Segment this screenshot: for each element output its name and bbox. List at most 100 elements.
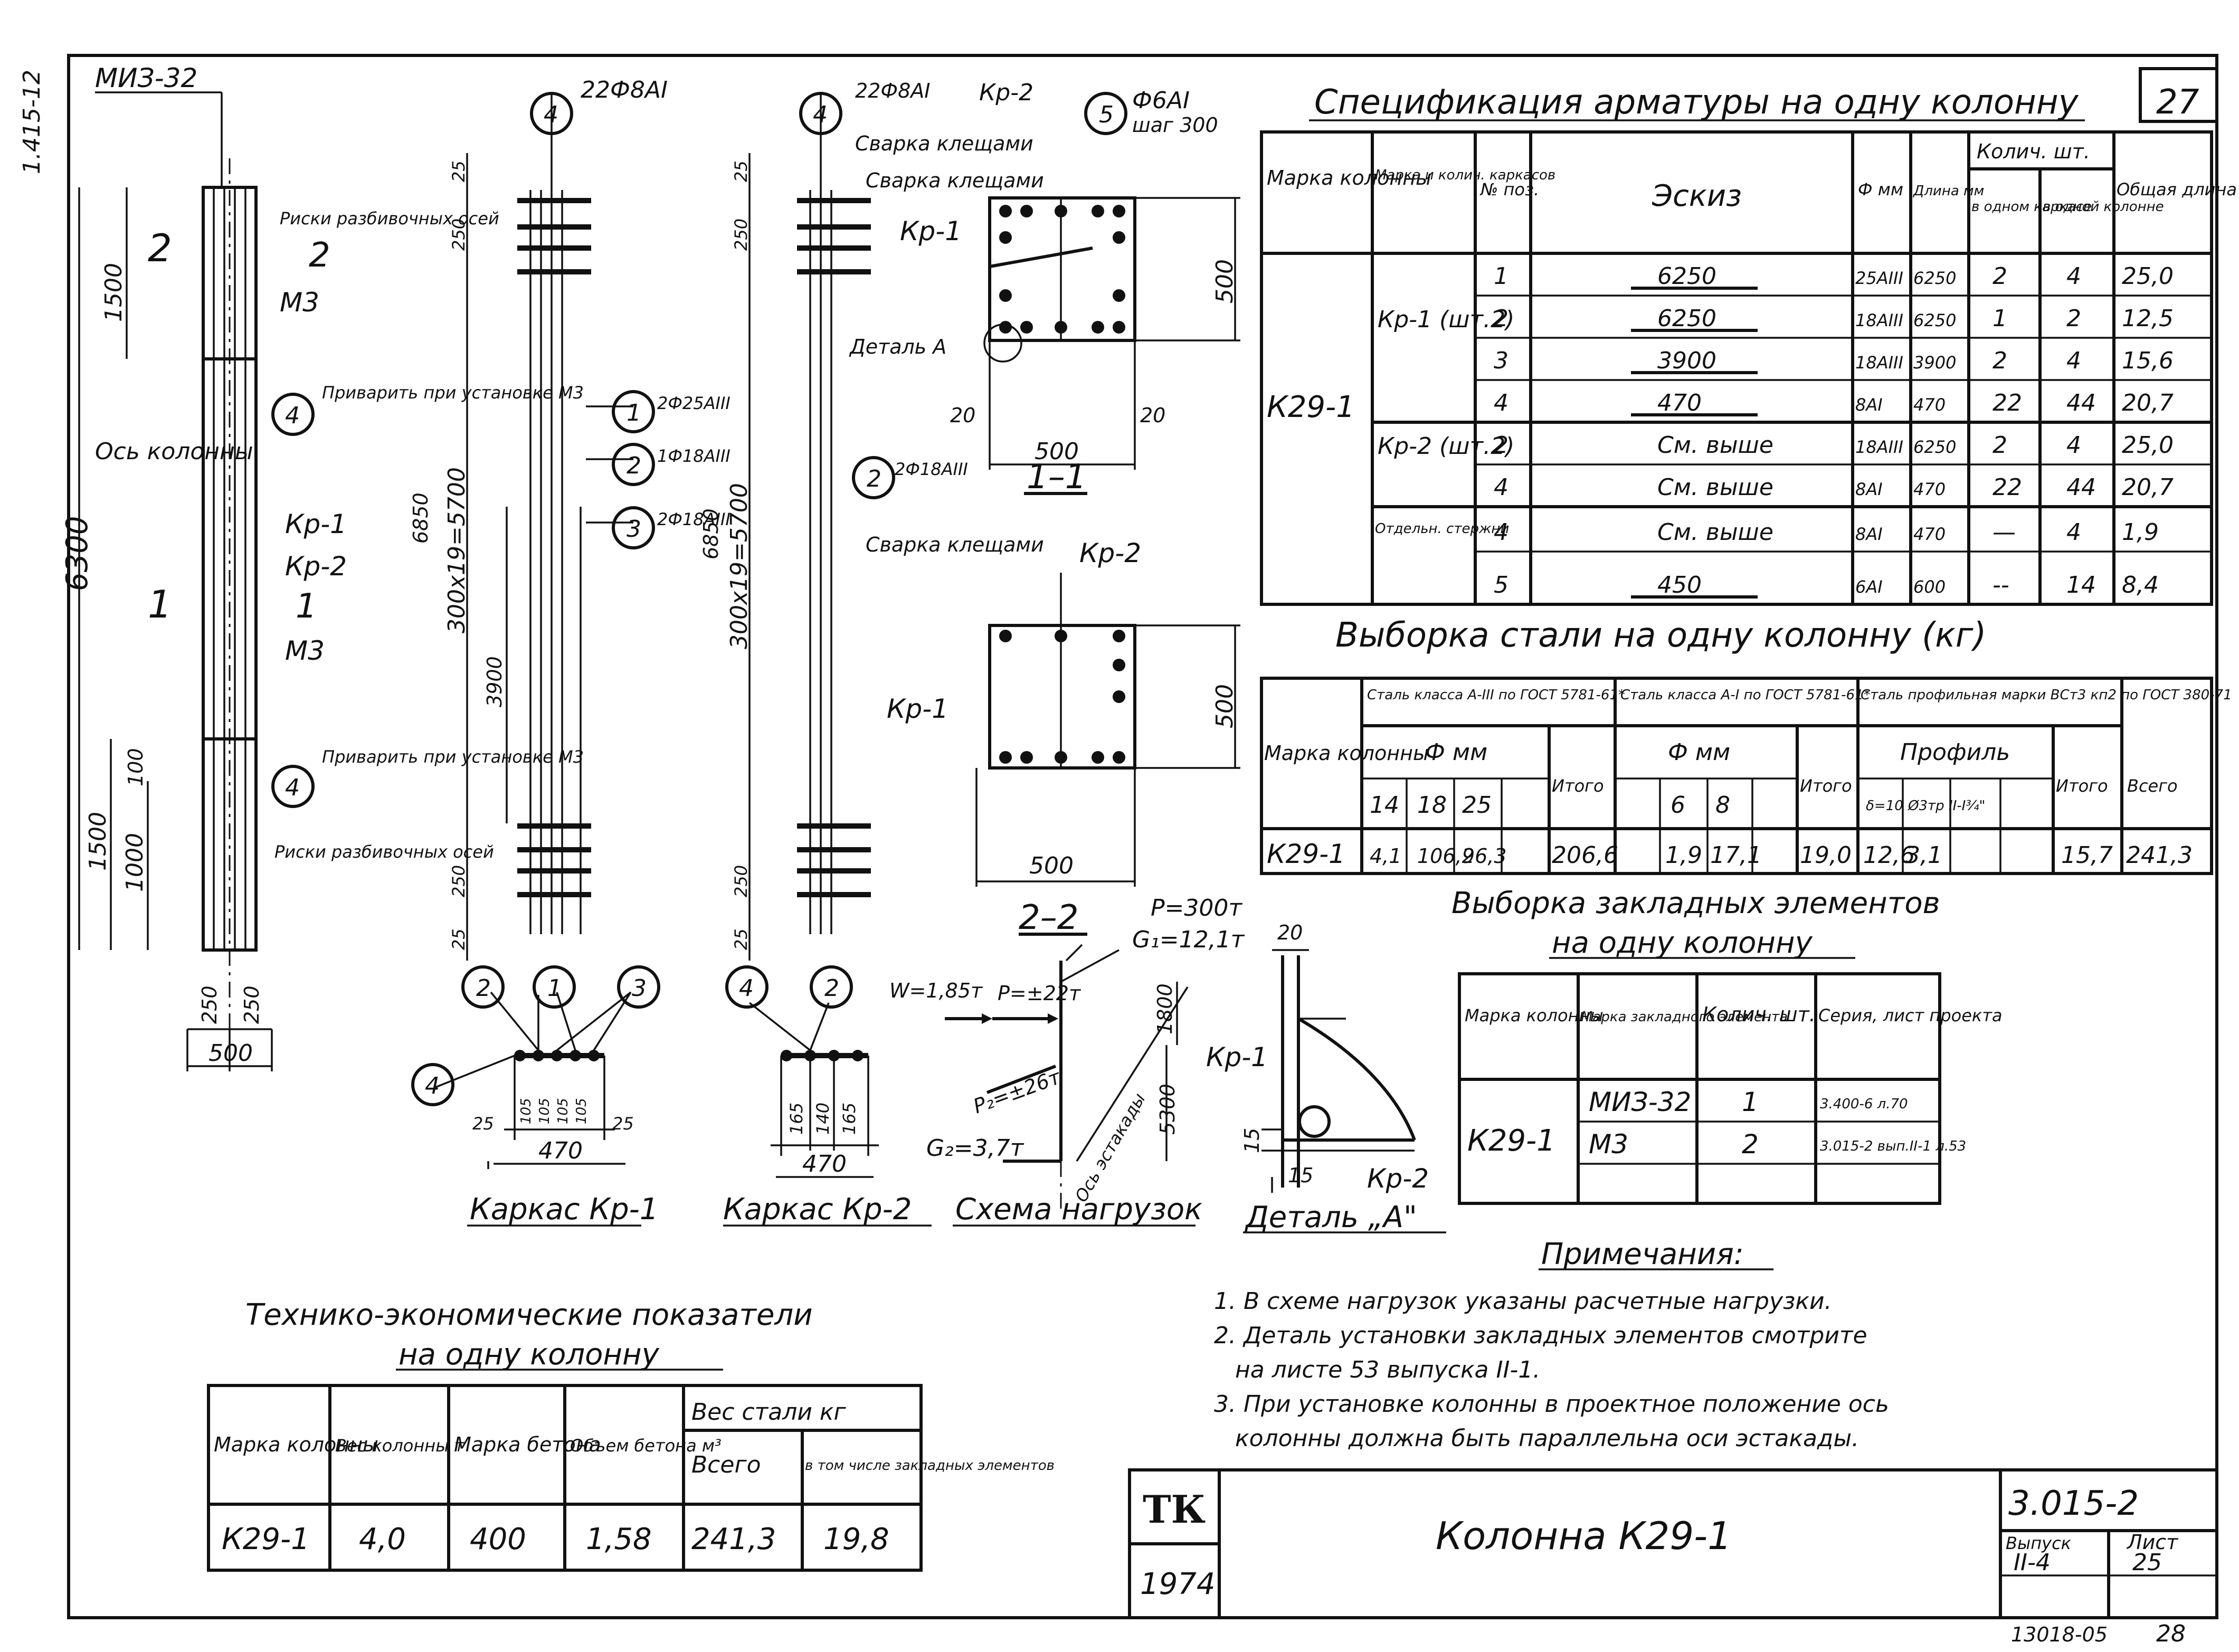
tech-title2: на одну колонну (399, 1337, 660, 1372)
sheet-number: 27 (2156, 83, 2199, 122)
tech-r-concrete: 400 (470, 1522, 526, 1556)
steel-d-prof-0: δ=10 (1866, 798, 1903, 814)
section-1-1 (983, 196, 1240, 495)
spec-cell-0-sketch: 6250 (1657, 263, 1716, 290)
spec-cell-2-dia: 18АIII (1855, 353, 1903, 373)
sec11-d20b: 20 (1140, 404, 1165, 427)
sec11-d500: 500 (1211, 259, 1238, 303)
svg-text:2: 2 (627, 452, 641, 479)
kr2-top-label: 22Ф8АI (855, 79, 930, 102)
spec-cell-7-dia: 6АI (1855, 577, 1883, 597)
spec-cell-0-pos: 1 (1494, 263, 1509, 290)
callout-2c (461, 965, 505, 1009)
spec-cell-4-sketch: См. выше (1657, 432, 1773, 459)
kr2-weld: Сварка клещами (855, 132, 1033, 155)
loads-d1800: 1800 (1153, 983, 1177, 1034)
steel-h-fmm-a3: Ф мм (1425, 739, 1487, 766)
steel-h-itogo-a1: Итого (1800, 776, 1852, 796)
detailA-kr1: Кр-1 (1206, 1042, 1268, 1072)
callout-3 (612, 506, 655, 549)
sec22-weld: Сварка клещами (866, 533, 1044, 556)
kr2-c2: 2Ф18АIII (895, 459, 968, 479)
frame-kr1-dim-2: 105 (537, 1098, 553, 1124)
sec11-d20a: 20 (950, 404, 975, 427)
spec-cell-6-qf: — (1993, 519, 2016, 546)
tb-sheet: 25 (2132, 1549, 2162, 1576)
emb-r1-qty: 2 (1742, 1129, 1759, 1160)
sec22-d500w: 500 (1029, 852, 1074, 879)
spec-cell-4-qc: 4 (2066, 432, 2081, 459)
detailA-d15: 15 (1240, 1128, 1264, 1153)
label-weld-top: Приварить при установке М3 (322, 383, 584, 403)
callout-2 (612, 443, 655, 486)
spec-cell-3-pos: 4 (1494, 390, 1509, 416)
emb-r0-el: МИЗ-32 (1589, 1087, 1691, 1117)
sec11-label: 1–1 (1027, 458, 1086, 497)
label-miz32: МИЗ-32 (95, 63, 197, 93)
steel-r-all: 241,3 (2126, 842, 2193, 869)
loads-G2: G₂=3,7т (926, 1135, 1024, 1162)
tb-series: 3.015-2 (2008, 1484, 2139, 1523)
tb-year: 1974 (1140, 1567, 1216, 1601)
steel-r-mark: К29-1 (1267, 839, 1345, 869)
sec22-d500: 500 (1211, 684, 1238, 728)
emb-title1: Выборка закладных элементов (1451, 886, 1940, 920)
detailA-kr2: Кр-2 (1367, 1163, 1429, 1194)
spec-cell-3-total: 20,7 (2122, 390, 2174, 416)
spec-group-2: Кр-2 (шт.2) (1378, 433, 1514, 460)
spec-cell-3-dia: 8АI (1855, 395, 1883, 415)
column-elevation (78, 91, 273, 1071)
emb-h-el: Марка закладного элемента (1581, 1009, 1788, 1025)
spec-cell-4-pos: 2 (1494, 432, 1509, 459)
spec-cell-5-total: 20,7 (2122, 474, 2174, 501)
frame-kr2-dim-2: 165 (839, 1103, 859, 1135)
svg-text:3: 3 (632, 975, 647, 1002)
tech-table-grid (207, 1384, 923, 1572)
spec-h-frame: Марка и колич. каркасов (1375, 167, 1555, 183)
spec-cell-4-len: 6250 (1913, 437, 1956, 457)
kr1-d250b: 250 (449, 865, 469, 897)
steel-r-a3-total: 206,6 (1552, 842, 1618, 869)
kr1-d6850: 6850 (409, 492, 432, 544)
callout-1b (533, 965, 576, 1009)
detailA-d15b: 15 (1288, 1164, 1313, 1187)
frame-kr2-d470: 470 (802, 1151, 847, 1178)
kr2-d250b: 250 (731, 865, 751, 897)
frame-kr2-dim-1: 140 (813, 1103, 833, 1135)
label-sec1: 1 (296, 587, 317, 626)
steel-h-a3: Сталь класса А-III по ГОСТ 5781-61* (1367, 687, 1625, 703)
svg-text:4: 4 (285, 774, 300, 801)
note-2: 2. Деталь установки закладных элементов … (1214, 1322, 1867, 1349)
callout-4b (271, 765, 315, 808)
steel-r-a1-0: 1,9 (1665, 842, 1702, 869)
label-weld-bottom: Приварить при установке М3 (322, 747, 584, 767)
frame-kr2-dim-0: 165 (786, 1103, 807, 1135)
spec-cell-6-qc: 4 (2066, 519, 2081, 546)
callout-4c (530, 92, 573, 135)
emb-table-grid (1458, 972, 1941, 1205)
spec-title: Спецификация арматуры на одну колонну (1314, 83, 2079, 122)
dim-100: 100 (124, 748, 147, 786)
spec-cell-7-pos: 5 (1494, 572, 1509, 599)
spec-cell-2-len: 3900 (1913, 353, 1956, 373)
label-sec2: 2 (309, 236, 330, 275)
emb-h-qty: Колич. шт. (1702, 1003, 1816, 1026)
spec-cell-0-dia: 25АIII (1855, 268, 1903, 288)
frame-kr2-section (748, 1002, 879, 1178)
spec-h-qty: Колич. шт. (1977, 140, 2090, 163)
steel-d-a1-1: 8 (1715, 792, 1730, 819)
spec-cell-5-qf: 22 (1993, 474, 2022, 501)
spec-cell-3-qc: 44 (2066, 390, 2096, 416)
frame-kr1-dim-5: 25 (612, 1114, 634, 1134)
spec-h-qf: в одном каркасе (1971, 199, 2092, 215)
frame-kr1-section (435, 991, 632, 1169)
spec-cell-0-total: 25,0 (2122, 263, 2174, 290)
frame-kr1-caption: Каркас Кр-1 (470, 1192, 659, 1227)
steel-h-itogo-a3: Итого (1552, 776, 1604, 796)
spec-cell-0-qc: 4 (2066, 263, 2081, 290)
label-risks-bottom: Риски разбивочных осей (274, 842, 494, 862)
callout-4a (271, 393, 315, 436)
tech-title1: Технико-экономические показатели (245, 1298, 813, 1332)
tech-h-weight: Вес колонны т (335, 1436, 465, 1456)
spec-cell-3-qf: 22 (1993, 390, 2022, 416)
